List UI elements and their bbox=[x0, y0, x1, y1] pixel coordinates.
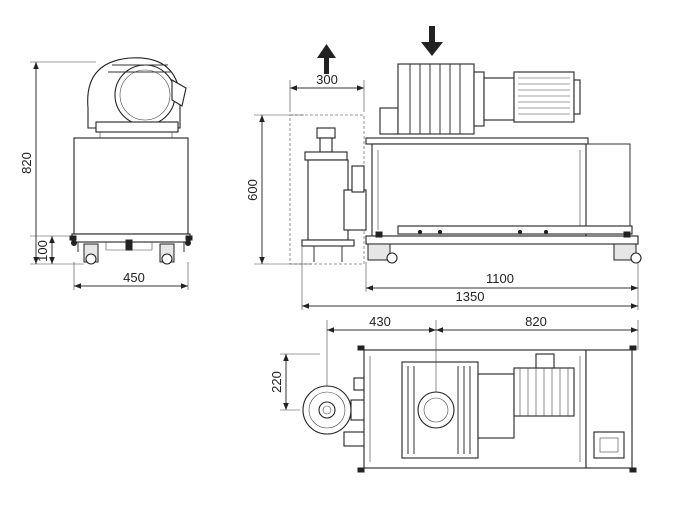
dim-front-length-total: 1350 bbox=[456, 289, 485, 304]
front-view bbox=[254, 63, 642, 310]
arrow-up-icon bbox=[317, 44, 336, 74]
dim-top-offset-inlet: 430 bbox=[369, 314, 391, 329]
dim-side-width: 450 bbox=[123, 270, 145, 285]
dim-inlet-clearance: 300 bbox=[316, 72, 338, 87]
dim-top-offset-motor: 820 bbox=[525, 314, 547, 329]
arrow-down-icon bbox=[421, 26, 443, 56]
side-view bbox=[30, 57, 193, 290]
dim-front-length-frame: 1100 bbox=[486, 271, 514, 286]
dim-front-height: 600 bbox=[245, 179, 260, 201]
dim-top-width: 220 bbox=[269, 371, 284, 393]
dim-side-height-base: 100 bbox=[35, 240, 50, 262]
dim-side-height-total: 820 bbox=[19, 152, 34, 174]
top-view bbox=[280, 320, 639, 473]
